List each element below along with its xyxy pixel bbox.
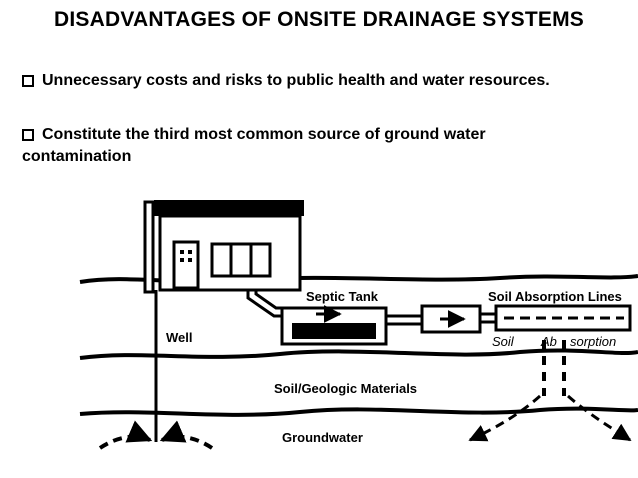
soil-absorption-label-part1: Soil [492,334,515,349]
septic-tank-icon [280,305,388,346]
soil-absorption-label-part3: sorption [570,334,616,349]
soil-absorption-lines [494,304,632,332]
drain-pipe [246,290,282,318]
groundwater-line [79,406,638,417]
ground-surface-line [79,274,638,284]
groundwater-flow-arrow [98,420,153,450]
seepage-arrow [468,394,541,442]
groundwater-label: Groundwater [282,430,363,445]
bullet-text: Constitute the third most common source … [22,126,486,165]
septic-system-diagram: Septic Tank Soil Absorption Lines Soil A… [79,200,638,450]
soil-absorption-lines-label: Soil Absorption Lines [488,289,622,304]
bullet-item: Unnecessary costs and risks to public he… [22,70,632,92]
seepage-arrow [567,394,632,442]
soil-absorption-label-part2: Ab [540,334,557,349]
groundwater-flow-arrow [159,420,214,450]
bullet-text: Unnecessary costs and risks to public he… [42,72,550,89]
soil-geologic-label: Soil/Geologic Materials [274,381,417,396]
septic-tank-label: Septic Tank [306,289,379,304]
checkbox-bullet-icon [22,75,34,87]
slide-title: DISADVANTAGES OF ONSITE DRAINAGE SYSTEMS [54,8,584,31]
checkbox-bullet-icon [22,129,34,141]
house-icon [143,200,304,294]
bullet-item: Constitute the third most common source … [22,124,582,168]
distribution-box-icon [420,304,482,334]
well-label: Well [166,330,193,345]
soil-layer-line [79,348,638,360]
